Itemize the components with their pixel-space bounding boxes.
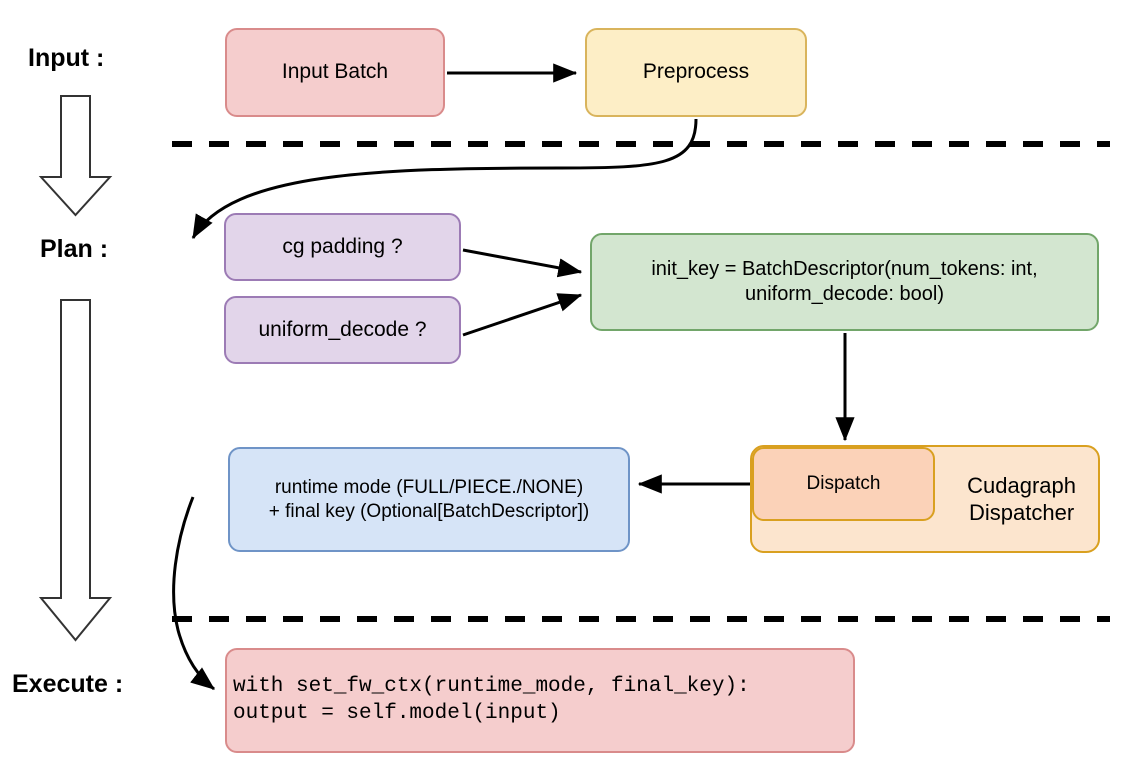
node-exec-code-label: with set_fw_ctx(runtime_mode, final_key)… <box>233 675 750 725</box>
node-runtime-mode-label: runtime mode (FULL/PIECE./NONE) + final … <box>268 476 590 522</box>
stage-label-plan: Plan : <box>40 235 109 263</box>
edge-runtime-mode-to-exec-code <box>172 496 215 691</box>
plan-to-execute-arrow <box>38 299 113 642</box>
input-to-plan-arrow <box>38 95 113 217</box>
node-cudagraph-dispatcher-label: Cudagraph Dispatcher <box>967 472 1076 526</box>
stage-label-input: Input : <box>28 44 105 72</box>
node-input-batch-label: Input Batch <box>281 60 389 84</box>
node-preprocess-label: Preprocess <box>642 60 750 84</box>
node-cg-padding-label: cg padding ? <box>282 234 403 258</box>
node-uniform-decode[interactable]: uniform_decode ? <box>224 296 461 364</box>
node-exec-code[interactable]: with set_fw_ctx(runtime_mode, final_key)… <box>225 648 855 753</box>
node-cg-padding[interactable]: cg padding ? <box>224 213 461 281</box>
stage-label-execute: Execute : <box>12 670 124 698</box>
node-input-batch[interactable]: Input Batch <box>225 28 445 117</box>
node-uniform-decode-label: uniform_decode ? <box>258 317 427 341</box>
edge-cg-padding-to-init-key <box>462 248 583 278</box>
node-init-key-label: init_key = BatchDescriptor(num_tokens: i… <box>651 258 1038 305</box>
node-init-key[interactable]: init_key = BatchDescriptor(num_tokens: i… <box>590 233 1099 331</box>
node-runtime-mode[interactable]: runtime mode (FULL/PIECE./NONE) + final … <box>228 447 630 552</box>
node-dispatch-label: Dispatch <box>806 473 881 495</box>
node-preprocess[interactable]: Preprocess <box>585 28 807 117</box>
node-dispatch[interactable]: Dispatch <box>752 447 935 521</box>
edge-uniform-decode-to-init-key <box>462 293 583 337</box>
edge-preprocess-to-cg-padding <box>191 118 698 240</box>
